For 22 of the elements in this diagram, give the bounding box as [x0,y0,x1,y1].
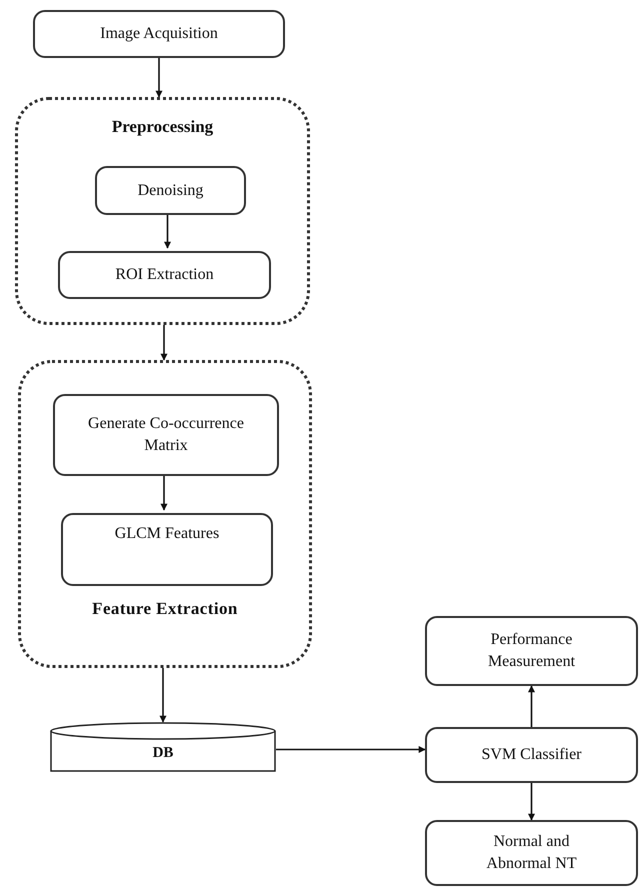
group-frame [18,360,312,668]
process-box: Generate Co-occurrence Matrix [53,394,279,476]
arrow [160,325,168,361]
process-box: SVM Classifier [425,727,638,783]
process-box: ROI Extraction [58,251,271,299]
process-box: Image Acquisition [33,10,285,58]
arrow [156,58,162,98]
arrow [528,783,535,821]
group-heading: Feature Extraction [91,598,239,620]
arrow [160,473,168,511]
process-box: Normal and Abnormal NT [425,820,638,886]
arrow [528,685,535,727]
arrow [160,668,166,723]
arrow [164,212,171,249]
group-frame [15,97,310,325]
database-cylinder [50,722,276,772]
process-box: GLCM Features [61,513,273,586]
process-box: Performance Measurement [425,616,638,686]
process-box: Denoising [95,166,246,215]
arrow [276,746,426,753]
node-label: DB [152,744,174,763]
group-heading: Preprocessing [110,116,214,138]
